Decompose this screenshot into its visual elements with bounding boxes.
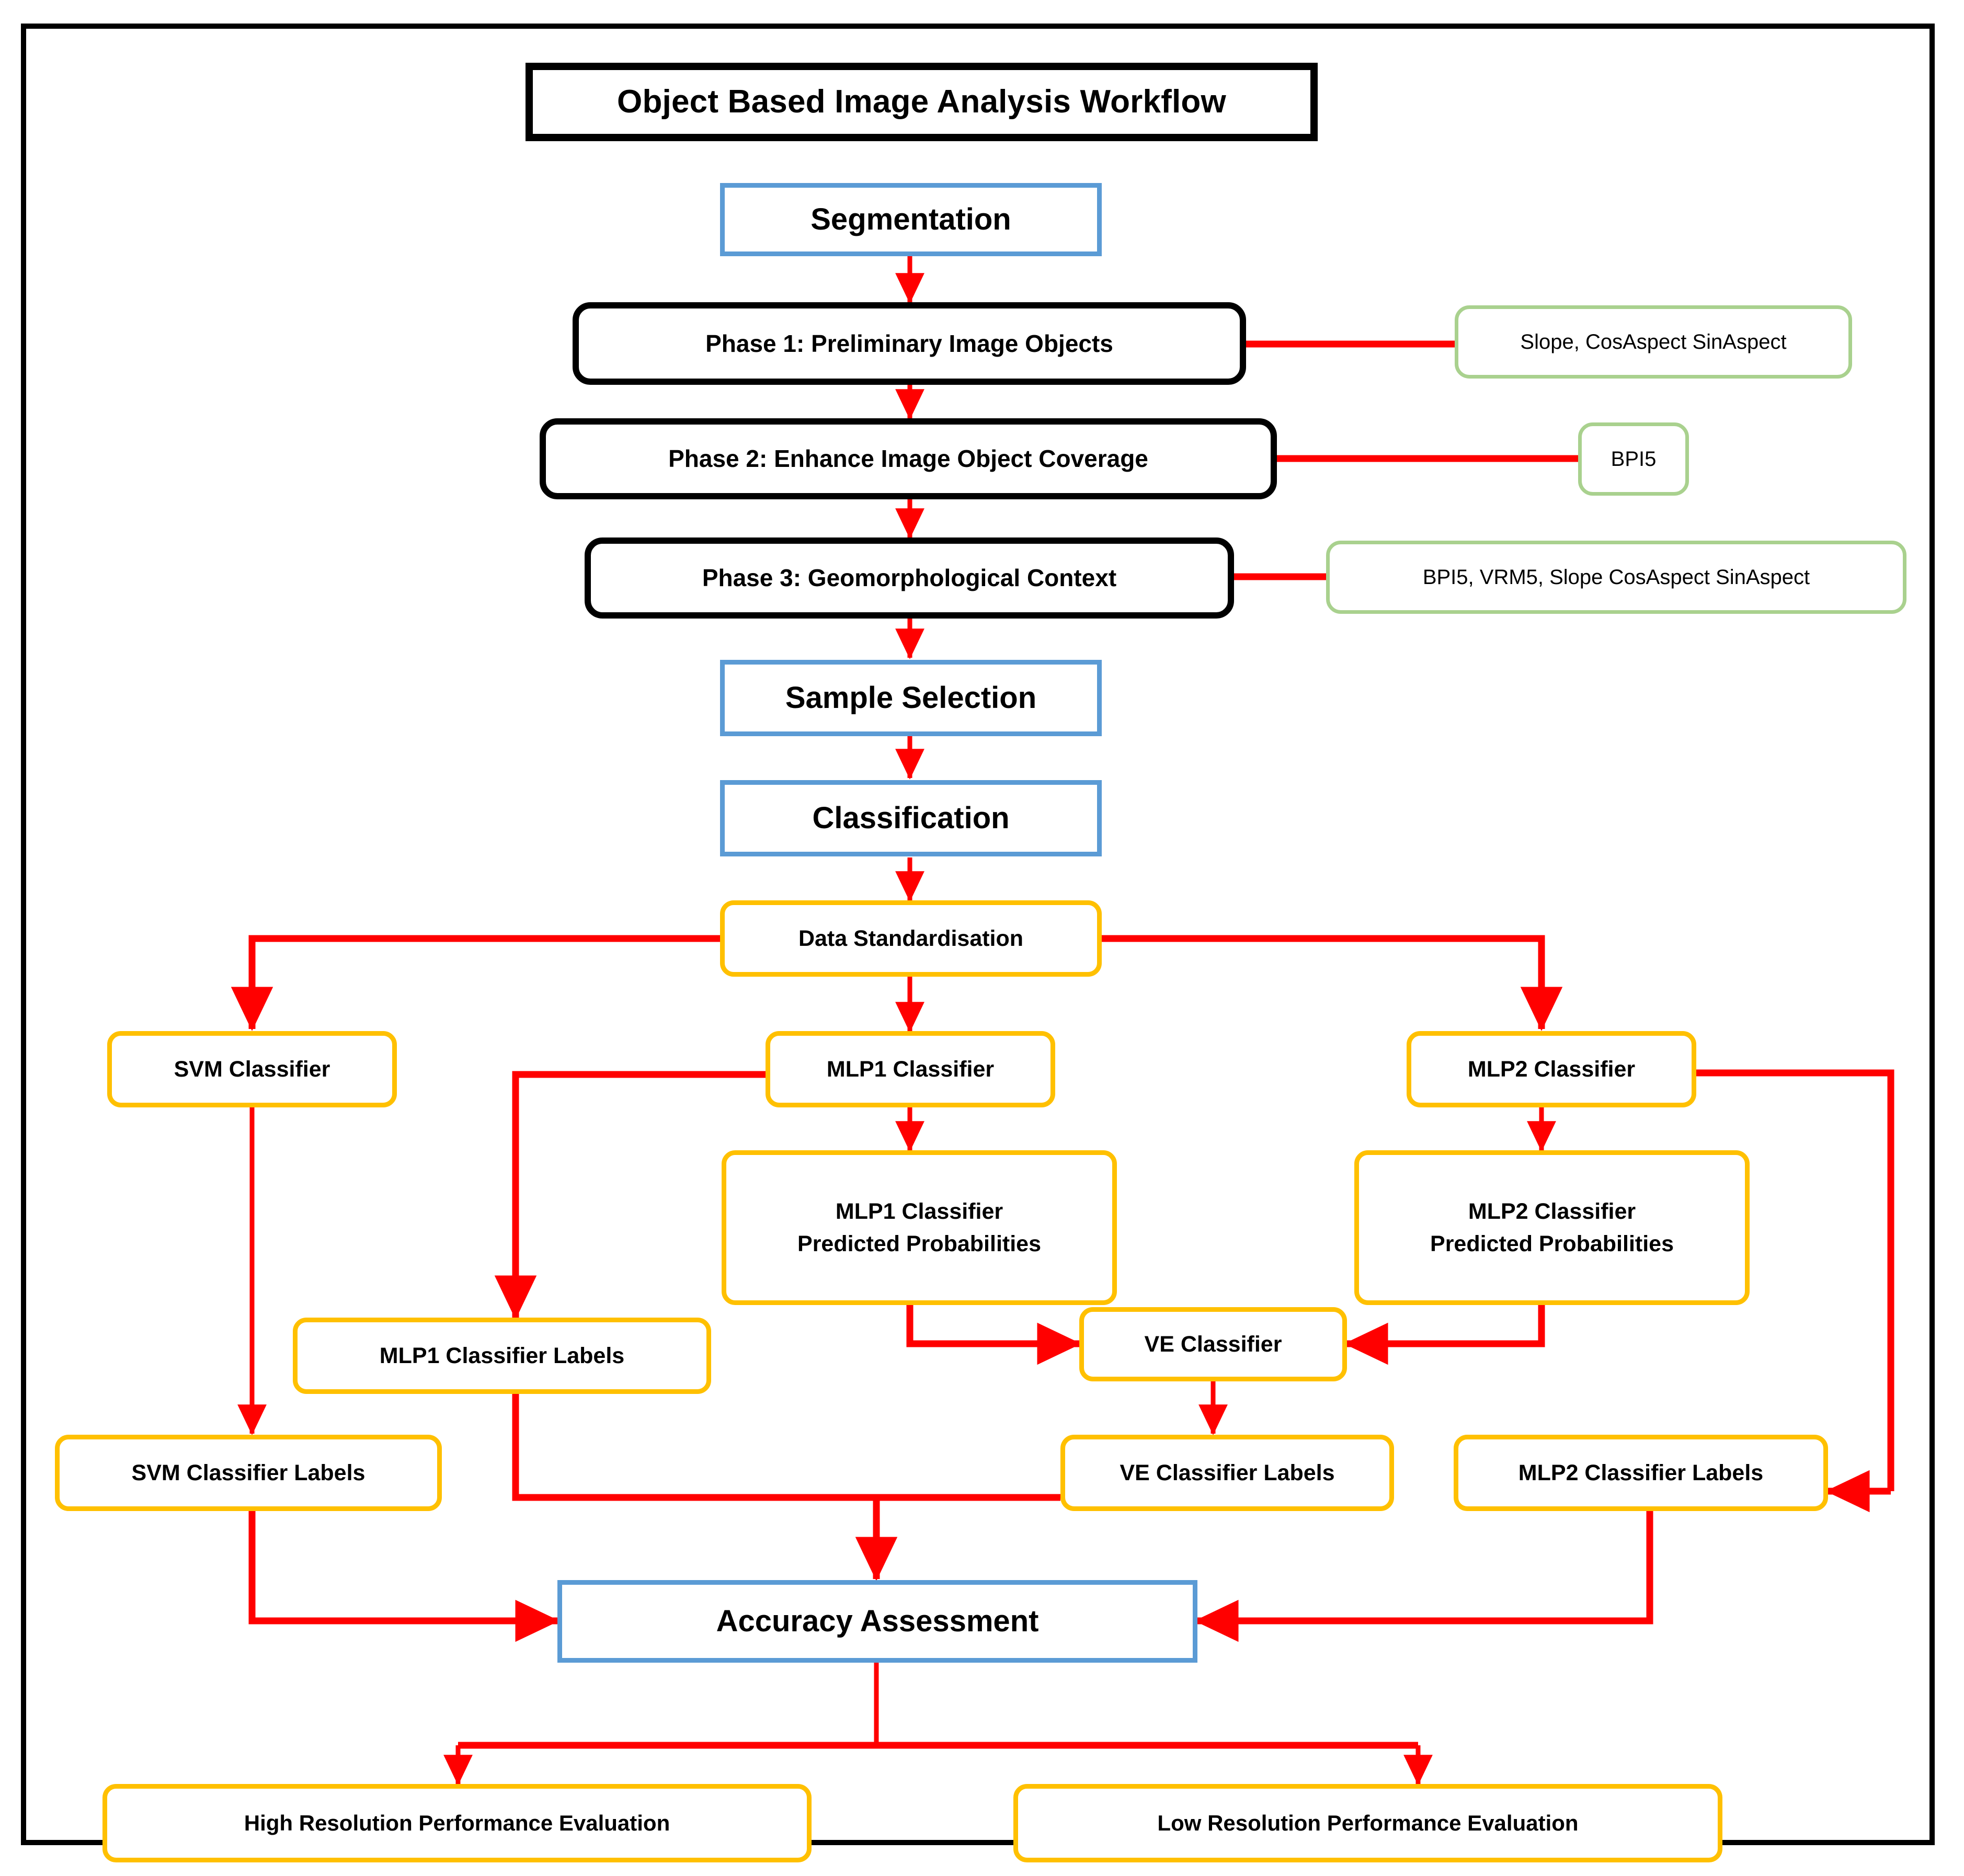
node-data-standardisation[interactable]: Data Standardisation xyxy=(720,900,1102,977)
node-mlp2-classifier-labels[interactable]: MLP2 Classifier Labels xyxy=(1454,1435,1828,1511)
node-phase-3[interactable]: Phase 3: Geomorphological Context xyxy=(585,537,1234,619)
node-low-resolution-performance-evaluation[interactable]: Low Resolution Performance Evaluation xyxy=(1013,1784,1722,1862)
node-phase-2[interactable]: Phase 2: Enhance Image Object Coverage xyxy=(540,418,1277,499)
diagram-outer-frame xyxy=(21,24,1935,1845)
node-mlp1-classifier[interactable]: MLP1 Classifier xyxy=(766,1031,1055,1107)
node-svm-classifier[interactable]: SVM Classifier xyxy=(107,1031,397,1107)
node-svm-classifier-labels[interactable]: SVM Classifier Labels xyxy=(55,1435,442,1511)
node-mlp1-classifier-labels[interactable]: MLP1 Classifier Labels xyxy=(293,1318,711,1394)
node-sample-selection[interactable]: Sample Selection xyxy=(720,660,1102,736)
node-classification[interactable]: Classification xyxy=(720,780,1102,856)
node-mlp2-classifier[interactable]: MLP2 Classifier xyxy=(1407,1031,1696,1107)
diagram-title: Object Based Image Analysis Workflow xyxy=(526,63,1318,141)
node-accuracy-assessment[interactable]: Accuracy Assessment xyxy=(557,1580,1197,1663)
node-phase-2-inputs[interactable]: BPI5 xyxy=(1578,422,1689,496)
node-phase-3-inputs[interactable]: BPI5, VRM5, Slope CosAspect SinAspect xyxy=(1326,541,1906,614)
node-phase-1-inputs[interactable]: Slope, CosAspect SinAspect xyxy=(1455,305,1852,379)
node-mlp1-predicted-probabilities[interactable]: MLP1 Classifier Predicted Probabilities xyxy=(722,1150,1117,1305)
node-ve-classifier-labels[interactable]: VE Classifier Labels xyxy=(1060,1435,1394,1511)
node-phase-1[interactable]: Phase 1: Preliminary Image Objects xyxy=(573,302,1246,385)
node-high-resolution-performance-evaluation[interactable]: High Resolution Performance Evaluation xyxy=(102,1784,812,1862)
node-ve-classifier[interactable]: VE Classifier xyxy=(1079,1307,1347,1381)
node-mlp2-predicted-probabilities[interactable]: MLP2 Classifier Predicted Probabilities xyxy=(1354,1150,1750,1305)
node-segmentation[interactable]: Segmentation xyxy=(720,183,1102,256)
